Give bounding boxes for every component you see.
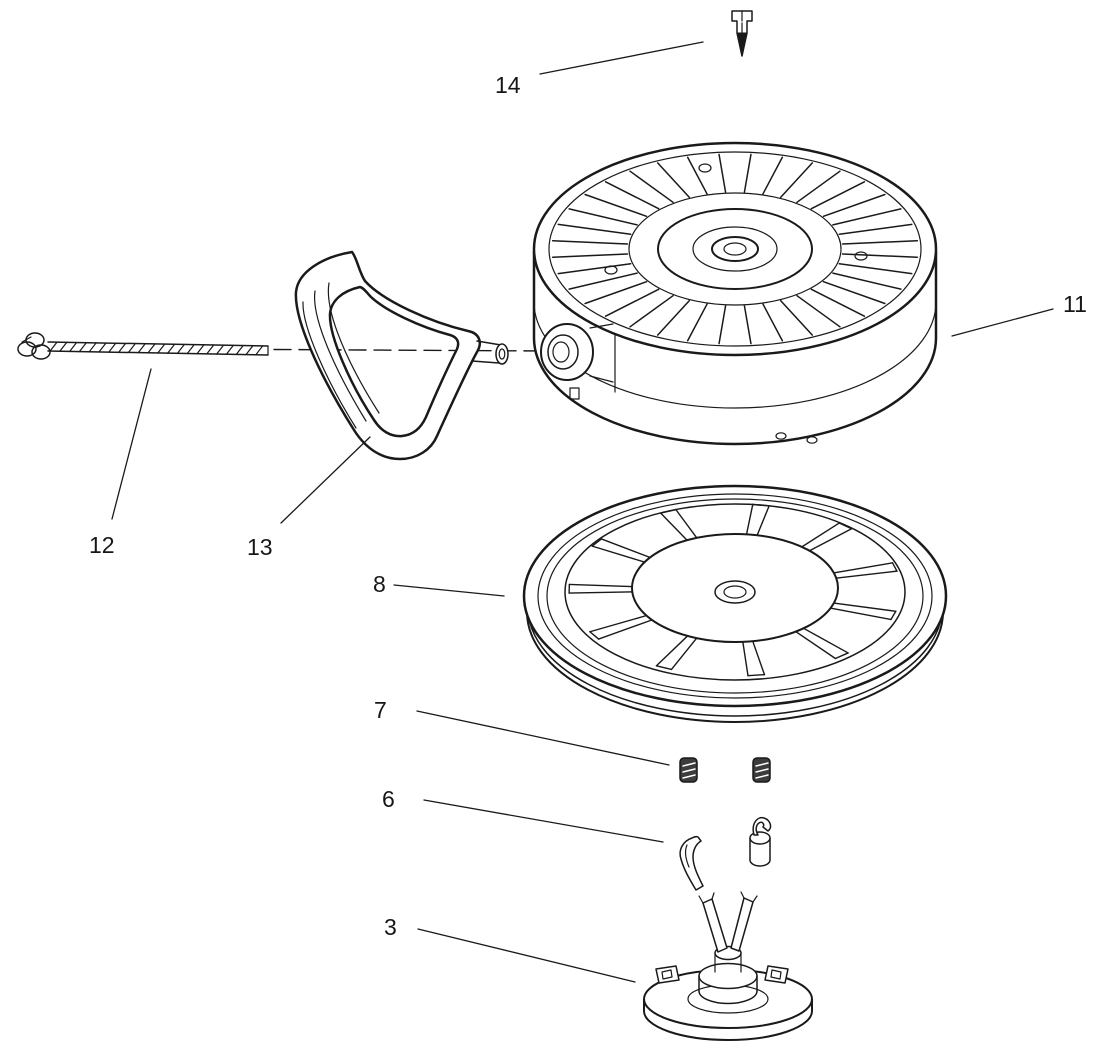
part-label-13: 13: [247, 534, 273, 560]
rope-pulley: [522, 484, 948, 723]
part-label-8: 8: [373, 571, 386, 597]
brake-springs: [679, 757, 771, 783]
pulley-fins: [568, 503, 898, 677]
housing-vents: [551, 153, 919, 345]
housing-wall-holes: [775, 432, 818, 444]
brake-spring-left: [679, 757, 698, 783]
part-label-3: 3: [384, 914, 397, 940]
starter-housing: [532, 141, 938, 446]
retainer-assembly: [643, 891, 813, 1041]
leader-line-3: [417, 928, 636, 983]
rope-anchor: [471, 340, 509, 365]
retainer-hub: [698, 945, 758, 1005]
starter-pawls: [679, 816, 772, 891]
leader-line-12: [111, 368, 152, 520]
part-labels: 14 11 12 13 8 7 6 3: [89, 72, 1087, 940]
rope-knot: [17, 332, 51, 360]
pawl-right: [749, 816, 772, 867]
part-label-12: 12: [89, 532, 115, 558]
starter-rope: [17, 332, 269, 360]
retainer-prongs: [698, 891, 758, 953]
housing-screw-holes: [604, 163, 868, 275]
leader-line-14: [539, 41, 704, 75]
leader-line-13: [280, 436, 371, 524]
handle-grip-ridges: [302, 282, 380, 429]
leader-line-11: [951, 308, 1054, 337]
pawl-left: [679, 835, 704, 891]
part-label-6: 6: [382, 786, 395, 812]
retainer-tabs: [655, 965, 789, 984]
leader-line-7: [416, 710, 670, 766]
leader-line-6: [423, 799, 664, 843]
part-label-11: 11: [1063, 291, 1087, 317]
leader-lines: [111, 41, 1054, 983]
part-label-7: 7: [374, 697, 387, 723]
part-label-14: 14: [495, 72, 521, 98]
leader-line-8: [393, 584, 505, 597]
brake-spring-right: [752, 757, 771, 783]
rope-eyelet-boss: [540, 323, 614, 383]
pin: [731, 10, 753, 57]
rope-strands: [49, 341, 264, 356]
starter-handle: [294, 250, 509, 461]
